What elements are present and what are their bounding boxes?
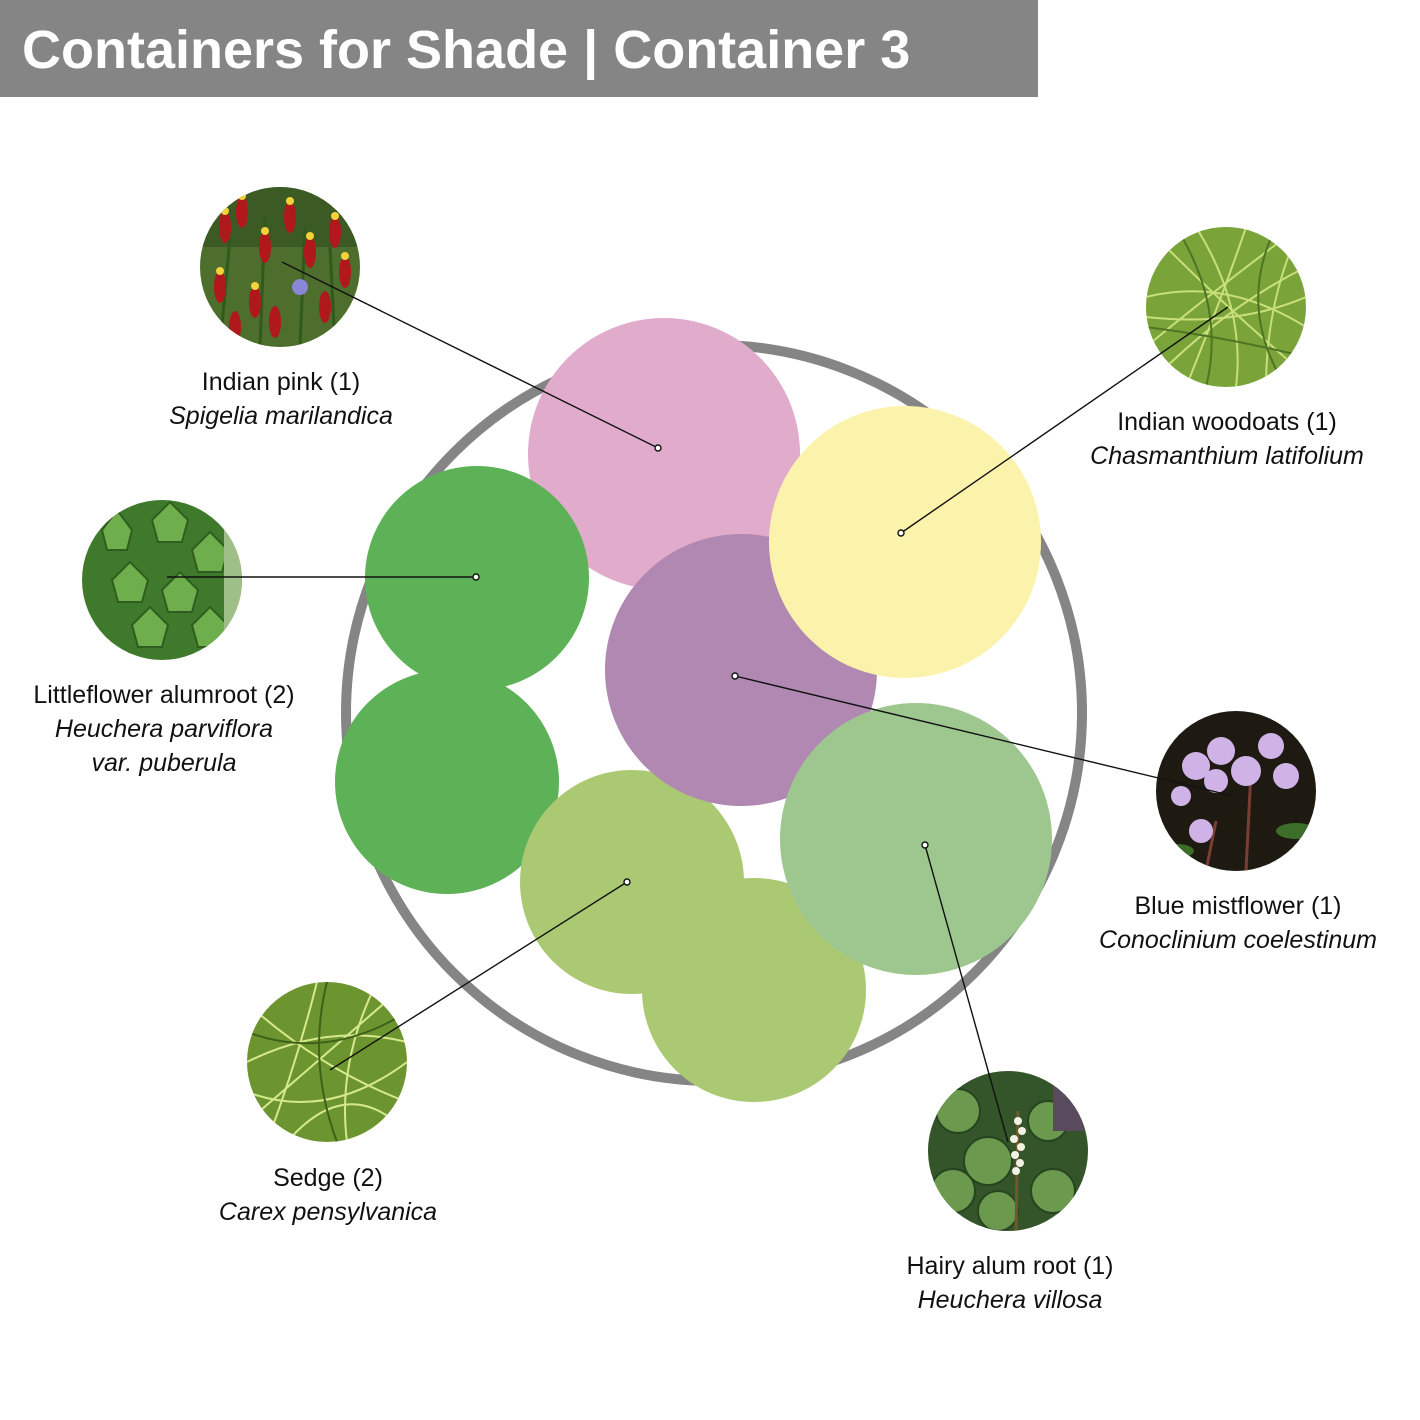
title-bar: Containers for Shade | Container 3 <box>0 0 1038 97</box>
leader-dot-blue-mistflower <box>731 672 739 680</box>
photo-hairy-alum-root <box>928 1071 1088 1231</box>
label-sedge: Sedge (2) Carex pensylvanica <box>219 1161 437 1229</box>
plant-circle-sedge-1 <box>520 770 744 994</box>
plant-circle-hairy-alum-root <box>780 703 1052 975</box>
leader-line-indian-woodoats <box>900 306 1229 534</box>
leader-dot-indian-woodoats <box>897 529 905 537</box>
common-name: Littleflower alumroot (2) <box>33 681 295 709</box>
label-blue-mistflower: Blue mistflower (1) Conoclinium coelesti… <box>1099 889 1377 957</box>
common-name: Hairy alum root (1) <box>906 1252 1114 1280</box>
page-title: Containers for Shade | Container 3 <box>22 20 911 80</box>
label-indian-pink: Indian pink (1) Spigelia marilandica <box>169 365 393 433</box>
photo-littleflower-alumroot <box>82 500 242 660</box>
scientific-name: Heuchera villosa <box>917 1286 1103 1314</box>
photo-sedge <box>247 982 407 1142</box>
leader-dot-indian-pink <box>654 444 662 452</box>
leader-dot-littleflower-alumroot <box>472 573 480 581</box>
leader-line-indian-pink <box>281 261 659 449</box>
common-name: Sedge (2) <box>273 1164 383 1192</box>
common-name: Indian woodoats (1) <box>1117 408 1337 436</box>
common-name: Blue mistflower (1) <box>1134 892 1342 920</box>
common-name: Indian pink (1) <box>201 368 361 396</box>
scientific-name: Chasmanthium latifolium <box>1090 442 1364 470</box>
plant-circle-indian-woodoats <box>769 406 1041 678</box>
label-indian-woodoats: Indian woodoats (1) Chasmanthium latifol… <box>1090 405 1364 473</box>
scientific-variety: var. puberula <box>91 749 237 777</box>
scientific-name: Heuchera parviflora <box>54 715 274 743</box>
leader-dot-sedge <box>623 878 631 886</box>
plant-circle-alumroot-2 <box>335 670 559 894</box>
plant-circle-indian-pink <box>528 318 800 590</box>
photo-blue-mistflower <box>1156 711 1316 871</box>
label-littleflower-alumroot: Littleflower alumroot (2) Heuchera parvi… <box>33 678 294 780</box>
scientific-name: Conoclinium coelestinum <box>1099 926 1377 954</box>
leader-line-sedge <box>329 881 628 1071</box>
label-hairy-alum-root: Hairy alum root (1) Heuchera villosa <box>907 1249 1114 1317</box>
leader-dot-hairy-alum-root <box>921 841 929 849</box>
scientific-name: Spigelia marilandica <box>169 402 393 430</box>
leader-line-hairy-alum-root <box>924 844 1009 1143</box>
leader-line-blue-mistflower <box>734 675 1234 797</box>
scientific-name: Carex pensylvanica <box>218 1198 438 1226</box>
photo-indian-pink <box>200 187 360 347</box>
photo-indian-woodoats <box>1146 227 1306 387</box>
